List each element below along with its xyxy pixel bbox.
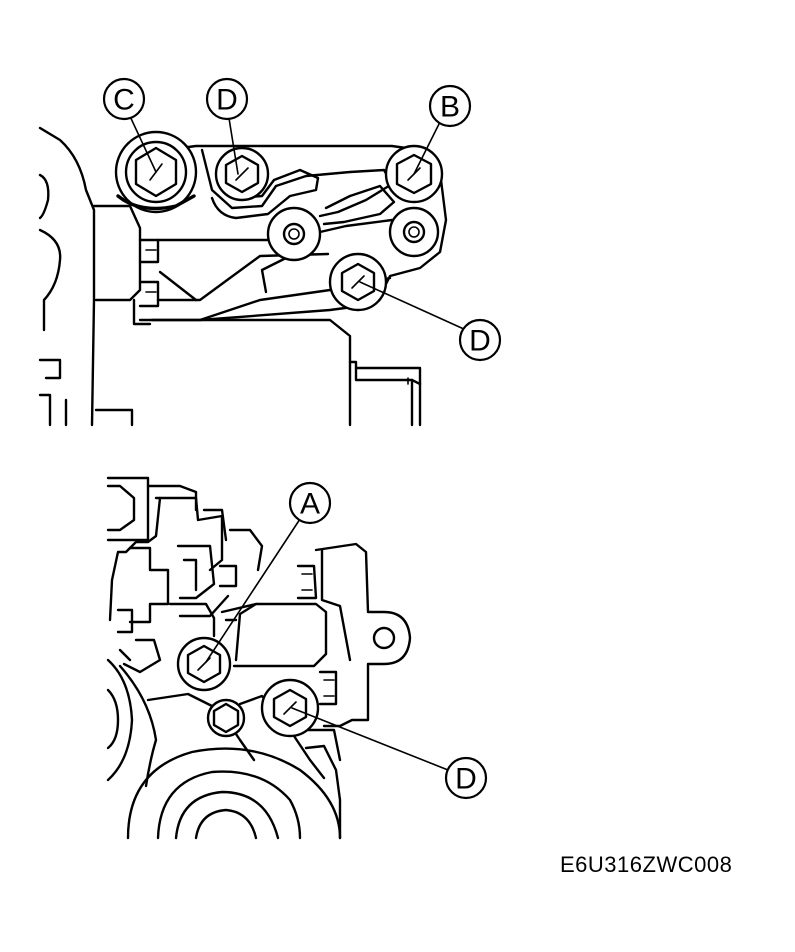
figure-code: E6U316ZWC008 <box>560 852 733 877</box>
callout-d-right: D <box>458 318 502 362</box>
callout-d-top-label: D <box>216 84 238 117</box>
callout-c-label: C <box>113 84 135 117</box>
callout-a: A <box>288 481 332 525</box>
top-leader-lines <box>127 111 467 331</box>
callout-d-bottom-label: D <box>455 763 477 796</box>
callout-d-right-label: D <box>469 325 491 358</box>
callout-c: C <box>102 77 146 121</box>
bottom-view-drawing <box>106 476 412 840</box>
bottom-leader-lines <box>205 515 449 771</box>
top-view-drawing <box>38 126 448 427</box>
callout-d-bottom: D <box>444 756 488 800</box>
callout-d-top: D <box>205 77 249 121</box>
callout-b-label: B <box>440 91 460 124</box>
callout-b: B <box>428 84 472 128</box>
callout-a-label: A <box>300 488 320 521</box>
